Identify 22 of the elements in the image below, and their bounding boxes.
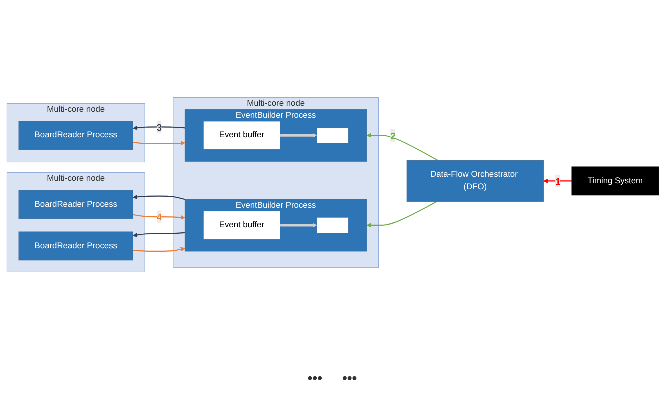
arrow <box>132 141 185 146</box>
arrow <box>280 223 317 228</box>
node-box: Event buffer <box>202 121 280 150</box>
ellipsis-text: ••• <box>342 370 358 386</box>
arrow <box>366 201 437 228</box>
arrow <box>132 194 185 200</box>
arrow <box>280 133 317 138</box>
node-box: Data-Flow Orchestrator (DFO) <box>406 160 544 202</box>
arrow <box>132 232 185 238</box>
node-box: BoardReader Process <box>18 121 133 150</box>
arrow <box>132 126 185 130</box>
node-box <box>316 217 348 234</box>
node-box: Timing System <box>571 166 659 196</box>
arrow <box>366 133 438 162</box>
node-box: BoardReader Process <box>18 232 133 261</box>
node-box <box>316 127 348 144</box>
arrow <box>132 214 185 220</box>
arrow <box>132 247 185 252</box>
arrow <box>542 178 572 184</box>
ellipsis-text: ••• <box>308 370 322 386</box>
node-box: Event buffer <box>202 211 280 240</box>
node-box: BoardReader Process <box>18 190 133 220</box>
